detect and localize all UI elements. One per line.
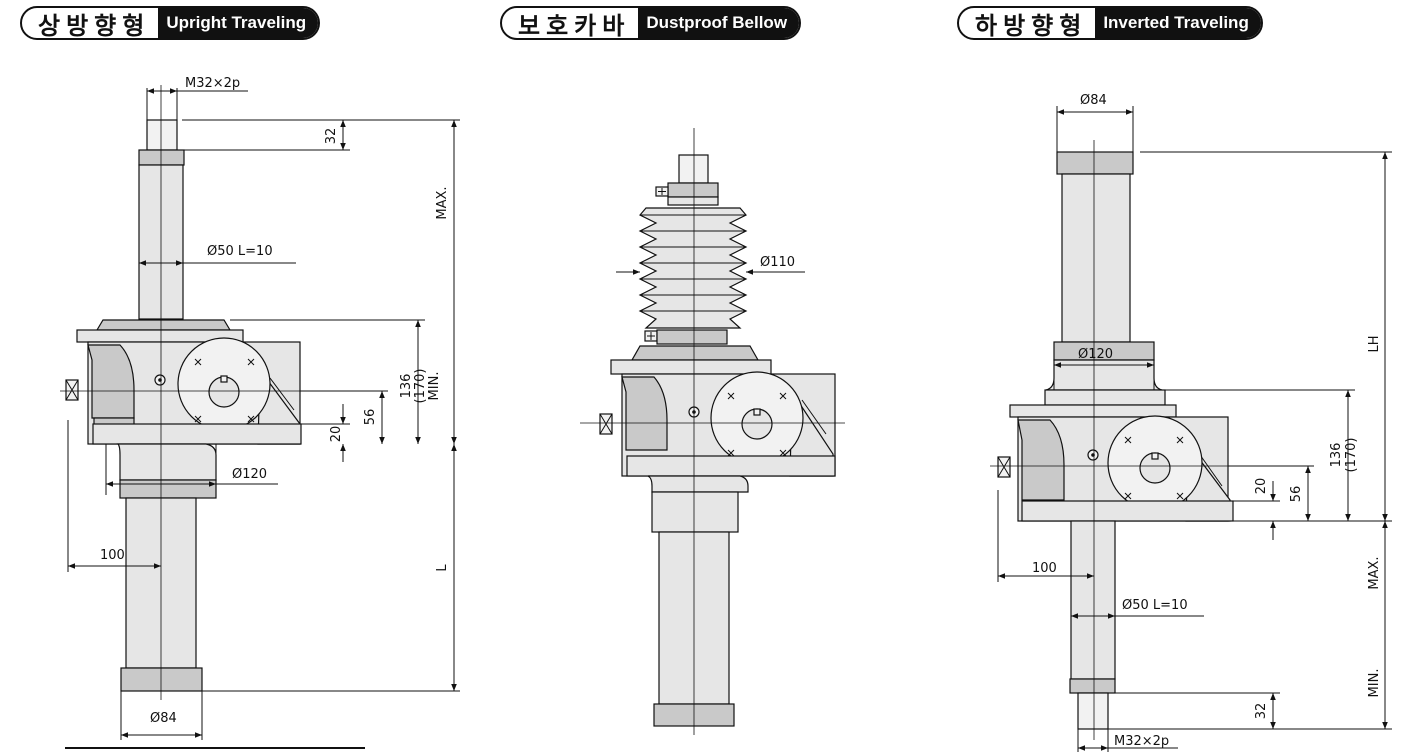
upright-top-flange: [95, 319, 232, 331]
upright-dim-170: (170): [413, 369, 428, 404]
upright-min-label: MIN.: [427, 372, 442, 401]
inverted-dim-100: 100: [1032, 561, 1057, 576]
inverted-dia-84: Ø84: [1080, 93, 1107, 108]
inverted-lifting-screw: [1070, 520, 1116, 680]
upright-rod-label: Ø50 L=10: [207, 244, 273, 259]
header-inverted: 하방향형 Inverted Traveling: [957, 6, 1263, 40]
inverted-thread-label: M32×2p: [1114, 734, 1169, 749]
inverted-rod-label: Ø50 L=10: [1122, 598, 1188, 613]
inverted-min-label: MIN.: [1367, 669, 1382, 698]
upright-drawing: M32×2p 32 MAX. Ø50 L=10 136 (170) MIN. 5…: [60, 76, 460, 749]
header-upright-en: Upright Traveling: [158, 8, 319, 38]
inverted-dim-56: 56: [1289, 486, 1304, 503]
header-inverted-en: Inverted Traveling: [1095, 8, 1261, 38]
inverted-dim-136: 136: [1329, 443, 1344, 468]
inverted-dia-120: Ø120: [1078, 347, 1113, 362]
upright-screw-collar: [138, 149, 185, 166]
upright-dia-84: Ø84: [150, 711, 177, 726]
bellow-boot: [638, 207, 748, 329]
header-inverted-ko: 하방향형: [975, 11, 1088, 40]
inverted-dim-170: (170): [1344, 438, 1359, 473]
upright-dim-20: 20: [329, 426, 344, 443]
inverted-dim-20: 20: [1254, 478, 1269, 495]
upright-thread-end: [146, 119, 178, 151]
upright-thread-label: M32×2p: [185, 76, 240, 91]
inverted-drawing: Ø84 LH Ø120 136 (170) 56 20 100 Ø50 L=10…: [990, 93, 1392, 752]
header-upright-ko: 상방향형: [38, 11, 151, 40]
upright-dim-56: 56: [363, 409, 378, 426]
upright-dim-100: 100: [100, 548, 125, 563]
upright-dim-32: 32: [324, 128, 339, 145]
inverted-max-label: MAX.: [1367, 556, 1382, 589]
bellow-drawing: Ø110: [580, 128, 845, 735]
header-upright: 상방향형 Upright Traveling: [20, 6, 321, 40]
upright-end-cap: [120, 667, 203, 692]
header-bellow: 보호카바 Dustproof Bellow: [500, 6, 802, 40]
inverted-protective-tube: [1061, 173, 1131, 343]
upright-dim-136: 136: [399, 374, 414, 399]
header-bellow-ko: 보호카바: [518, 11, 631, 40]
header-bellow-en: Dustproof Bellow: [638, 8, 800, 38]
bellow-dia-110: Ø110: [760, 255, 795, 270]
inverted-lh-label: LH: [1367, 335, 1382, 352]
upright-length-l: L: [435, 564, 450, 572]
inverted-end-cap: [1056, 151, 1134, 175]
inverted-dim-32: 32: [1254, 703, 1269, 720]
upright-max-label: MAX.: [435, 186, 450, 219]
upright-dia-120: Ø120: [232, 467, 267, 482]
